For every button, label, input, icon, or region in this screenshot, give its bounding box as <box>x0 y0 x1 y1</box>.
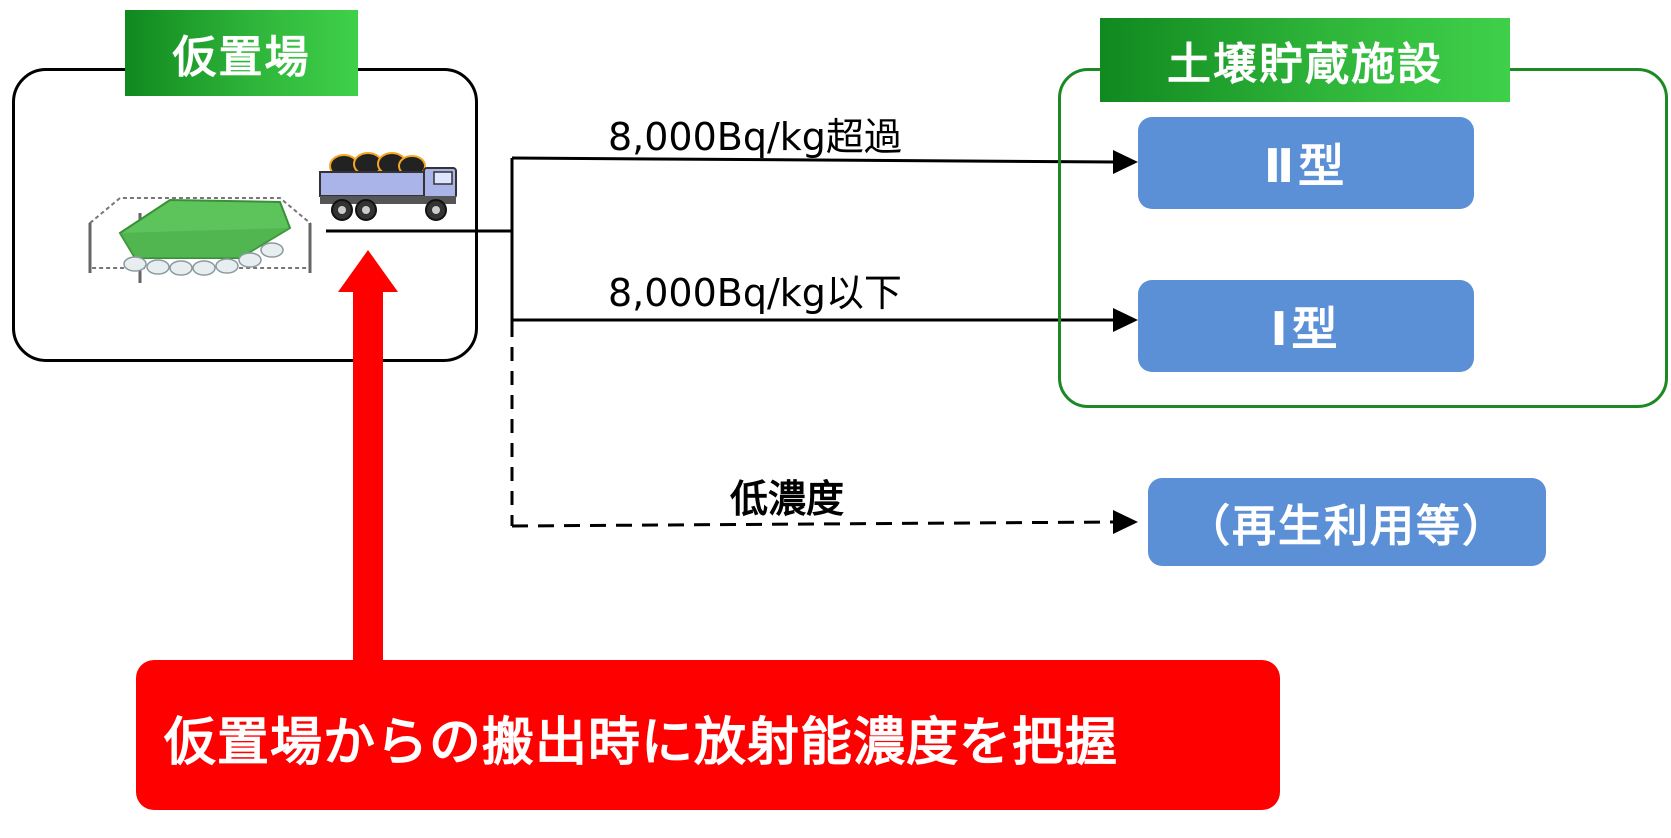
reuse-box: （再生利用等） <box>1148 478 1546 566</box>
arrow-low-concentration <box>511 520 1116 528</box>
over-8000-label: 8,000Bq/kg超過 <box>608 115 902 159</box>
red-arrow-head <box>338 250 398 292</box>
type-2-facility: Ⅱ型 <box>1138 117 1474 209</box>
temporary-site-title: 仮置場 <box>125 10 358 96</box>
type-1-facility: Ⅰ型 <box>1138 280 1474 372</box>
storage-facility-title: 土壌貯蔵施設 <box>1100 18 1510 102</box>
measurement-banner: 仮置場からの搬出時に放射能濃度を把握 <box>136 660 1280 810</box>
dump-truck-icon <box>319 152 457 221</box>
under-8000-label: 8,000Bq/kg以下 <box>608 271 902 315</box>
arrowhead-under <box>1113 308 1138 332</box>
low-concentration-label: 低濃度 <box>730 477 845 521</box>
covered-waste-pile-icon <box>88 197 312 283</box>
arrowhead-over <box>1113 150 1138 174</box>
red-arrow-shaft <box>353 290 383 670</box>
arrow-over-8000 <box>511 156 1116 164</box>
arrowhead-low <box>1113 510 1138 534</box>
